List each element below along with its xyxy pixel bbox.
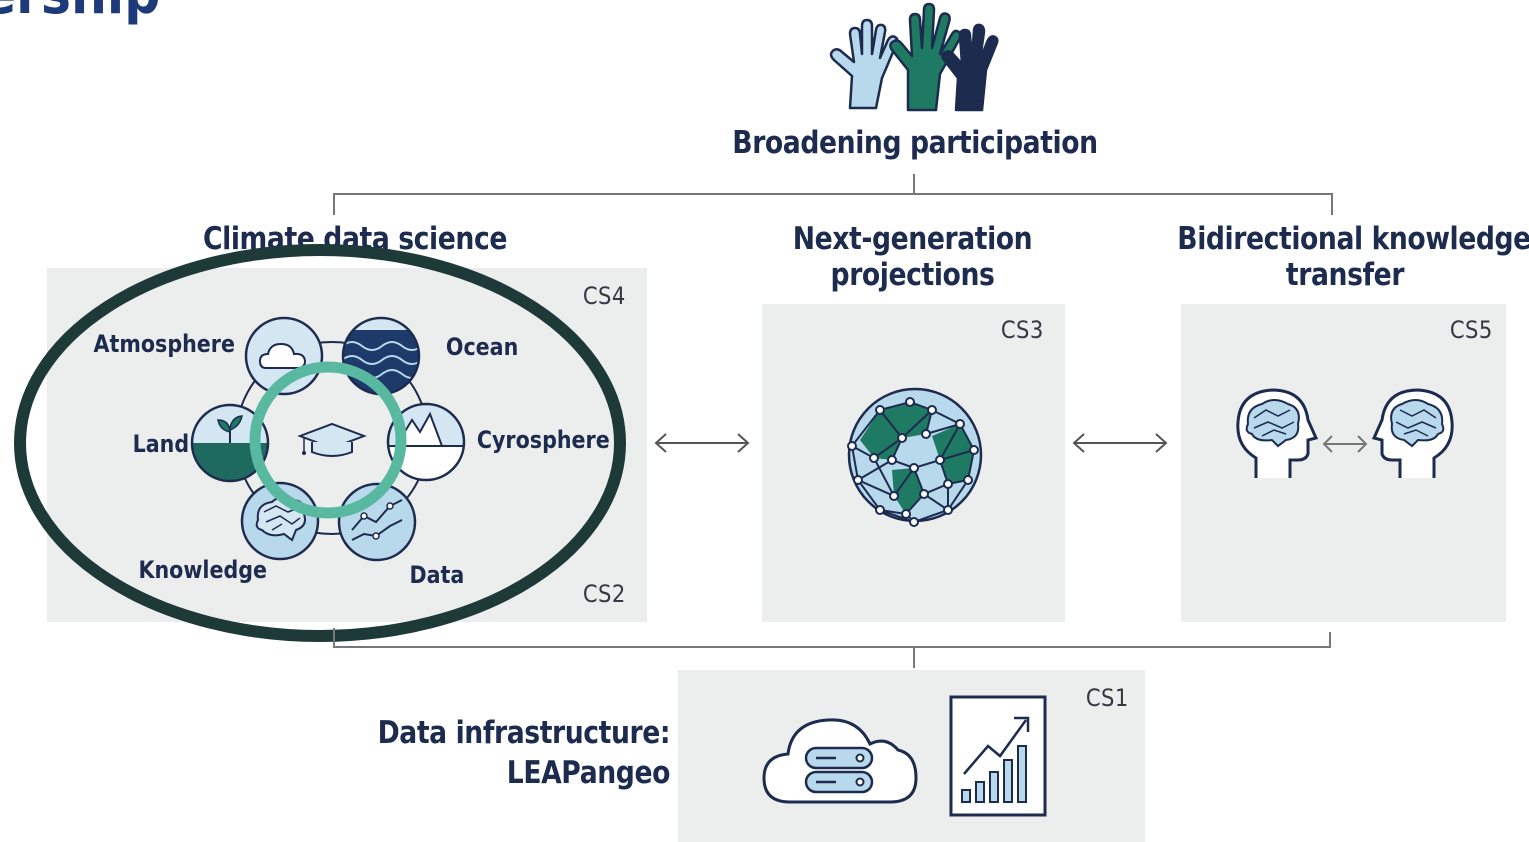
node-label-ocean: Ocean: [445, 333, 519, 361]
globe-network-icon: [847, 387, 983, 527]
bidirectional-heading-line1: Bidirectional knowledge: [1177, 221, 1529, 257]
connector-top-vertical: [913, 174, 915, 194]
bidirectional-arrow-icon: [654, 433, 750, 453]
next-gen-heading-line1: Next-generation: [792, 221, 1033, 257]
cs3-label: CS3: [1001, 316, 1044, 344]
page-title-fragment: ership: [0, 0, 160, 27]
connector-top-right-drop: [1331, 193, 1333, 215]
cs2-label: CS2: [583, 580, 626, 608]
connector-bottom-left-rise: [333, 628, 335, 648]
connector-top-horizontal: [333, 193, 1333, 195]
growth-chart-icon: [949, 695, 1047, 817]
highlight-circle-inner: [249, 361, 407, 519]
next-gen-heading-line2: projections: [830, 257, 995, 293]
cloud-server-icon: [762, 718, 918, 804]
connector-bottom-horizontal: [333, 646, 1331, 648]
highlight-ellipse-outer: [14, 244, 626, 642]
bidirectional-panel: [1181, 304, 1506, 622]
cs4-label: CS4: [583, 282, 626, 310]
node-label-knowledge: Knowledge: [138, 556, 268, 584]
cs1-label: CS1: [1086, 684, 1129, 712]
node-label-land: Land: [132, 430, 190, 458]
node-label-cyrosphere: Cyrosphere: [476, 426, 610, 454]
connector-top-left-drop: [333, 193, 335, 215]
double-arrow-icon: [1322, 435, 1368, 453]
connector-bottom-vertical: [913, 646, 915, 668]
broadening-participation-label: Broadening participation: [732, 125, 1098, 161]
infrastructure-heading-line1: Data infrastructure:: [377, 715, 671, 751]
head-brain-icon: [1371, 388, 1454, 478]
graduation-cap-icon: [297, 422, 367, 457]
node-label-atmosphere: Atmosphere: [93, 330, 235, 358]
raised-hands-icon: [829, 2, 999, 112]
infrastructure-heading-line2: LEAPangeo: [506, 755, 671, 791]
head-brain-icon: [1236, 388, 1319, 478]
bidirectional-arrow-icon: [1072, 433, 1168, 453]
node-label-data: Data: [409, 561, 465, 589]
infrastructure-panel: [678, 670, 1145, 842]
bidirectional-heading-line2: transfer: [1285, 257, 1405, 293]
cs5-label: CS5: [1450, 316, 1493, 344]
connector-bottom-right-rise: [1329, 632, 1331, 648]
